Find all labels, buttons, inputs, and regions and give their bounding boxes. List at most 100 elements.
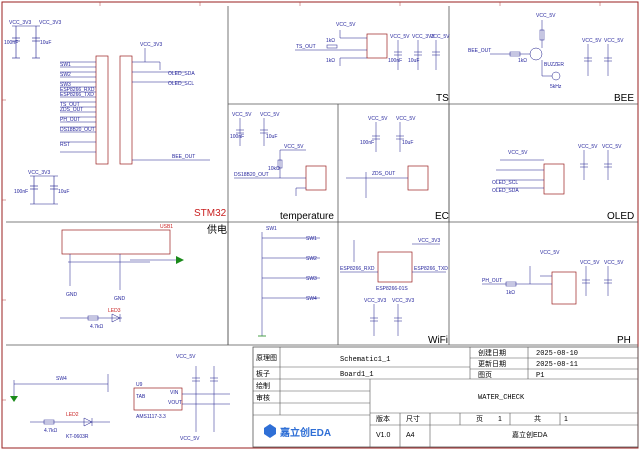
cap-value: 100nF xyxy=(388,58,402,64)
regulator-tab: TAB xyxy=(136,394,146,400)
title-total-num: 1 xyxy=(564,416,568,423)
ec-block: VCC_5V VCC_5V 100nF 10uF ZDS_OUT xyxy=(346,116,429,198)
title-updated-label: 更新日期 xyxy=(478,359,506,368)
switch-sw1: SW1 xyxy=(266,226,277,232)
net-vcc-5v-label: VCC_5V xyxy=(582,38,602,44)
net-ts-out-label: TS_OUT xyxy=(60,102,80,108)
section-title-ts: TS xyxy=(436,93,449,104)
cap-value: 10uF xyxy=(40,40,51,46)
wifi-block: VCC_3V3 ESP8266_RXD ESP8266_TXD ESP8266-… xyxy=(340,238,448,336)
gnd-icon xyxy=(10,396,18,402)
cap-value: 10uF xyxy=(58,189,69,195)
regulator-ref: U9 xyxy=(136,382,143,388)
net-esp-txd-label: ESP8266_TXD xyxy=(414,266,448,272)
title-page-label: 图页 xyxy=(478,371,492,379)
buzzer-freq: 5kHz xyxy=(550,84,562,90)
net-sw3-label: SW3 xyxy=(60,82,71,88)
net-oled-sda-label: OLED_SDA xyxy=(168,71,195,77)
net-bee-out-label: BEE_OUT xyxy=(468,48,491,54)
cap-value: 100nF xyxy=(14,189,28,195)
cap-value: 100nF xyxy=(230,134,244,140)
cap-value: 10uF xyxy=(402,140,413,146)
net-vcc-5v-label: VCC_5V xyxy=(430,34,450,40)
net-vcc-5v-label: VCC_5V xyxy=(180,436,200,442)
title-schematic-value: Schematic1_1 xyxy=(340,356,390,364)
temperature-block: VCC_5V VCC_5V 100nF 10uF DS18B20_OUT VCC… xyxy=(230,112,327,196)
title-block: 原理图 Schematic1_1 板子 Board1_1 绘制 审核 创建日期 … xyxy=(252,346,639,448)
regulator-vin: VIN xyxy=(170,390,179,396)
res-value: 1kΩ xyxy=(518,58,527,64)
net-vcc-5v-label: VCC_5V xyxy=(602,144,622,150)
net-ph-out-label: PH_OUT xyxy=(482,278,502,284)
title-project: WATER_CHECK xyxy=(478,394,525,402)
title-page-num: 1 xyxy=(498,416,502,423)
led-part: KT-0603R xyxy=(66,434,89,440)
title-company: 嘉立创EDA xyxy=(512,430,548,439)
title-updated-value: 2025-08-11 xyxy=(536,361,578,369)
net-rst-label: RST xyxy=(60,142,70,148)
net-vcc-3v3-label: VCC_3V3 xyxy=(418,238,440,244)
switch-sw3-net: SW3 xyxy=(306,276,317,282)
title-board-label: 板子 xyxy=(256,369,270,378)
usb1-label: USB1 xyxy=(160,224,173,230)
res-value: 4.7kΩ xyxy=(44,428,57,434)
regulator-part: AMS1117-3.3 xyxy=(136,414,166,420)
switch-sw2-net: SW2 xyxy=(306,256,317,262)
net-vcc-5v-label: VCC_5V xyxy=(540,250,560,256)
net-vcc-label: GND xyxy=(66,292,78,298)
net-vcc-5v-label: VCC_5V xyxy=(508,150,528,156)
section-title-bee: BEE xyxy=(614,93,634,104)
cap-value: 100nF xyxy=(360,140,374,146)
section-title-ec: EC xyxy=(435,211,449,222)
buzzer-label: BUZZER xyxy=(544,62,564,68)
section-title-temperature: temperature xyxy=(280,211,334,222)
net-ds18b20-label: DS18B20_OUT xyxy=(234,172,269,178)
section-title-wifi: WiFi xyxy=(428,335,448,346)
title-review-label: 审核 xyxy=(256,393,270,402)
title-page-word: 页 xyxy=(476,415,483,423)
net-vcc-5v-label: VCC_5V xyxy=(176,354,196,360)
title-version-value: V1.0 xyxy=(376,432,391,439)
led3-label: LED3 xyxy=(108,308,121,314)
title-created-value: 2025-08-10 xyxy=(536,350,578,358)
net-oled-scl-label: OLED_SCL xyxy=(492,180,518,186)
net-zds-out-label: ZDS_OUT xyxy=(60,107,83,113)
title-created-label: 创建日期 xyxy=(478,348,506,357)
net-vcc-3v3-label: VCC_3V3 xyxy=(364,298,386,304)
title-version-label: 版本 xyxy=(376,414,390,423)
net-vcc-label: GND xyxy=(114,296,126,302)
net-vcc-5v-label: VCC_5V xyxy=(604,260,624,266)
res-value: 1kΩ xyxy=(326,58,335,64)
net-vcc-5v-label: VCC_5V xyxy=(536,13,556,19)
net-esp-txd-label: ESP8266_TXD xyxy=(60,92,94,98)
title-page-value: P1 xyxy=(536,372,544,380)
net-sw1-label: SW1 xyxy=(60,62,71,68)
bee-block: VCC_5V BEE_OUT 1kΩ BUZZER 5kHz VCC_5V VC… xyxy=(468,13,624,90)
net-vcc-3v3-label: VCC_3V3 xyxy=(392,298,414,304)
switch-block: SW1 SW1 SW2 SW3 SW4 xyxy=(258,226,320,337)
net-oled-scl-label: OLED_SCL xyxy=(168,81,194,87)
net-vcc-3v3-label: VCC_3V3 xyxy=(9,20,31,26)
switch-sw1-net: SW1 xyxy=(306,236,317,242)
net-ts-out-label: TS_OUT xyxy=(296,44,316,50)
title-size-value: A4 xyxy=(406,432,415,439)
net-vcc-3v3-label: VCC_3V3 xyxy=(28,170,50,176)
section-title-ph: PH xyxy=(617,335,631,346)
section-title-stm32: STM32 xyxy=(194,208,227,219)
net-vcc-5v-label: VCC_5V xyxy=(368,116,388,122)
oled-block: VCC_5V OLED_SCL OLED_SDA VCC_5V VCC_5V xyxy=(492,144,622,195)
logo-icon xyxy=(264,424,276,438)
eda-logo: 嘉立创EDA xyxy=(264,424,331,439)
led2-label: LED2 xyxy=(66,412,79,418)
section-dividers xyxy=(6,6,638,346)
title-drawn-label: 绘制 xyxy=(256,381,270,390)
net-vcc-3v3-label: VCC_3V3 xyxy=(140,42,162,48)
cap-value: 10uF xyxy=(408,58,419,64)
net-vcc-5v-label: VCC_5V xyxy=(604,38,624,44)
net-ph-out-label: PH_OUT xyxy=(60,117,80,123)
net-esp-rxd-label: ESP8266_RXD xyxy=(60,87,95,93)
res-value: 4.7kΩ xyxy=(90,324,103,330)
title-board-value: Board1_1 xyxy=(340,371,374,379)
gnd-icon xyxy=(176,256,184,264)
